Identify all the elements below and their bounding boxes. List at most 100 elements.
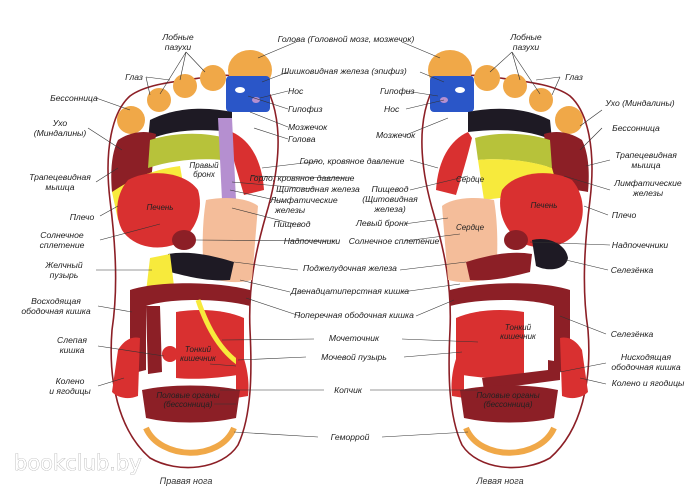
label-gemorroi: Геморрой xyxy=(331,432,370,442)
right-foot-toe-3 xyxy=(173,74,197,98)
left-foot-knee-zone xyxy=(560,337,588,399)
leader xyxy=(405,99,445,110)
right-foot-neck-zone xyxy=(228,132,264,195)
label-line: мышца xyxy=(631,160,660,170)
leader xyxy=(145,76,171,81)
label-mozzhechok-right: Мозжечок xyxy=(288,122,328,132)
leader xyxy=(97,377,125,387)
center-labels: Голова (Головной мозг, мозжечок) Шишкови… xyxy=(250,34,440,442)
leader xyxy=(87,127,123,151)
right-foot-pituitary-dot xyxy=(235,87,245,93)
label-line: Трапецевидная xyxy=(615,150,677,160)
label-line: кишка xyxy=(60,345,85,355)
leader xyxy=(95,97,131,111)
label-mozzhechok-left: Мозжечок xyxy=(376,130,416,140)
label-line: Половые органы xyxy=(476,391,539,400)
leader xyxy=(159,51,187,95)
label-levyi-bronh: Левый бронх xyxy=(355,218,409,228)
leader xyxy=(401,283,461,293)
leader xyxy=(401,41,441,59)
label-line: Солнечное xyxy=(40,230,84,240)
leader xyxy=(261,160,321,169)
label-gipofiz-right: Гипофиз xyxy=(288,104,323,114)
leader xyxy=(403,233,461,242)
leader xyxy=(221,338,315,341)
label-uho: Ухо(Миндалины) xyxy=(34,118,87,138)
leader xyxy=(97,305,133,313)
label-line: пазухи xyxy=(165,42,192,52)
leader-lines xyxy=(87,41,611,438)
leader xyxy=(99,205,119,217)
label-line: Лобные xyxy=(509,32,542,42)
label-selezenka-upper: Селезёнка xyxy=(611,265,654,275)
left-foot-liver xyxy=(500,173,583,248)
label-pechen-left: Печень xyxy=(531,201,558,210)
label-line: Половые органы xyxy=(156,391,219,400)
right-foot-genitals xyxy=(142,385,240,423)
leader xyxy=(583,205,609,216)
label-line: Слепая xyxy=(57,335,87,345)
label-polovye-left: Половые органы(бессонница) xyxy=(476,391,539,409)
label-plecho: Плечо xyxy=(70,212,95,222)
leader xyxy=(259,90,289,99)
label-nos-right: Нос xyxy=(288,86,304,96)
leader xyxy=(249,111,289,128)
leader xyxy=(403,217,449,225)
left-foot-hemorrhoid-arc xyxy=(463,426,557,456)
label-line: (Миндалины) xyxy=(34,128,87,138)
leader xyxy=(231,181,315,190)
leader xyxy=(253,127,289,140)
left-foot-small-intestine xyxy=(456,310,524,379)
label-line: Тонкий xyxy=(505,323,532,332)
label-line: железа) xyxy=(373,204,406,214)
leader xyxy=(401,338,479,343)
leader xyxy=(247,95,289,110)
label-line: Правый xyxy=(189,161,219,170)
leader xyxy=(415,299,455,317)
label-line: Пищевод xyxy=(372,184,409,194)
label-glaz-left: Глаз xyxy=(565,72,583,82)
label-shchitovidnaya-right: Щитовидная железа xyxy=(276,184,360,194)
watermark: bookclub.by xyxy=(14,451,142,475)
leader xyxy=(511,51,521,81)
leader xyxy=(551,76,561,96)
leader xyxy=(405,90,439,97)
label-line: ободочная кишка xyxy=(21,306,90,316)
label-selezenka-lower: Селезёнка xyxy=(611,329,654,339)
label-polovye-right: Половые органы(бессонница) xyxy=(156,391,219,409)
label-nos-left: Нос xyxy=(384,104,400,114)
right-foot-bladder xyxy=(195,299,242,367)
label-gorlo-lower: Горло, кровяное давление xyxy=(250,173,355,183)
label-kopchik: Копчик xyxy=(334,385,363,395)
label-gorlo-upper: Горло, кровяное давление xyxy=(300,156,405,166)
leader xyxy=(233,431,319,438)
label-line: и ягодицы xyxy=(49,386,91,396)
right-foot-eye-ear-band xyxy=(148,108,232,140)
label-line: кишечник xyxy=(500,332,537,341)
leader xyxy=(585,159,611,167)
left-foot-toe-5 xyxy=(555,106,583,134)
label-golova-full: Голова (Головной мозг, мозжечок) xyxy=(278,34,415,44)
left-foot xyxy=(421,50,593,469)
right-foot-adrenal xyxy=(172,230,196,250)
leader xyxy=(529,241,611,246)
label-line: Нисходящая xyxy=(621,352,672,362)
label-bessonnitsa: Бессонница xyxy=(50,93,98,103)
leader xyxy=(559,315,607,335)
label-uho-left: Ухо (Миндалины) xyxy=(604,98,674,108)
right-foot-hemorrhoid-arc xyxy=(143,426,237,456)
left-foot-descending-colon xyxy=(482,360,560,390)
leader xyxy=(261,71,289,83)
leader xyxy=(245,297,301,317)
leader xyxy=(559,362,607,373)
right-foot-nose-dot xyxy=(252,97,260,103)
leader xyxy=(511,51,541,95)
label-line: железы xyxy=(632,188,664,198)
